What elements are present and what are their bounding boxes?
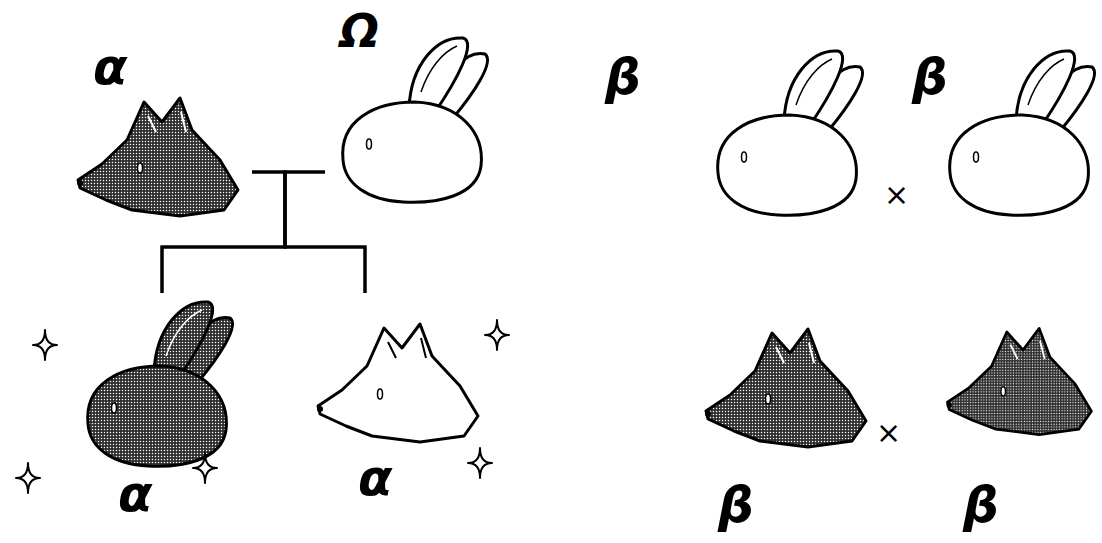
sparkle bbox=[485, 320, 509, 350]
dark-rabbit-head bbox=[88, 302, 233, 466]
node-label: β bbox=[912, 52, 948, 102]
white-wolf-head bbox=[317, 324, 478, 442]
rabbit-figure: β bbox=[908, 30, 1096, 220]
node-label: β bbox=[718, 480, 754, 530]
sparkle bbox=[193, 453, 217, 483]
child-rabbit: α bbox=[68, 293, 252, 523]
parent-rabbit: Ω bbox=[325, 8, 490, 204]
node-label: Ω bbox=[340, 8, 379, 54]
family-line bbox=[285, 172, 365, 293]
sparkle bbox=[468, 448, 492, 478]
node-label: α bbox=[358, 453, 392, 503]
white-rabbit-head bbox=[950, 51, 1095, 215]
parent-wolf: α bbox=[68, 42, 252, 220]
sparkle bbox=[33, 330, 57, 360]
dark-wolf-head bbox=[77, 98, 238, 216]
dark-wolf-head bbox=[705, 329, 866, 447]
family-line bbox=[162, 172, 285, 293]
node-label: α bbox=[93, 42, 127, 92]
family-line bbox=[162, 172, 325, 293]
cross-sign-wrap: × bbox=[876, 418, 901, 448]
node-label: α bbox=[118, 469, 152, 519]
cross-sign-wrap: × bbox=[884, 180, 909, 210]
child-wolf: α bbox=[308, 293, 488, 507]
family-line bbox=[252, 172, 365, 293]
cross-sign: × bbox=[876, 418, 901, 448]
white-rabbit-head bbox=[343, 38, 488, 202]
dark-wolf-head bbox=[947, 328, 1092, 434]
node-label: β bbox=[605, 52, 641, 102]
wolf-figure: β bbox=[938, 320, 1098, 540]
rabbit-figure: β bbox=[600, 30, 870, 220]
white-rabbit-head bbox=[718, 51, 863, 215]
cross-sign: × bbox=[884, 180, 909, 210]
node-label: β bbox=[963, 480, 999, 530]
wolf-figure: β bbox=[698, 320, 874, 540]
sparkle bbox=[16, 463, 40, 493]
